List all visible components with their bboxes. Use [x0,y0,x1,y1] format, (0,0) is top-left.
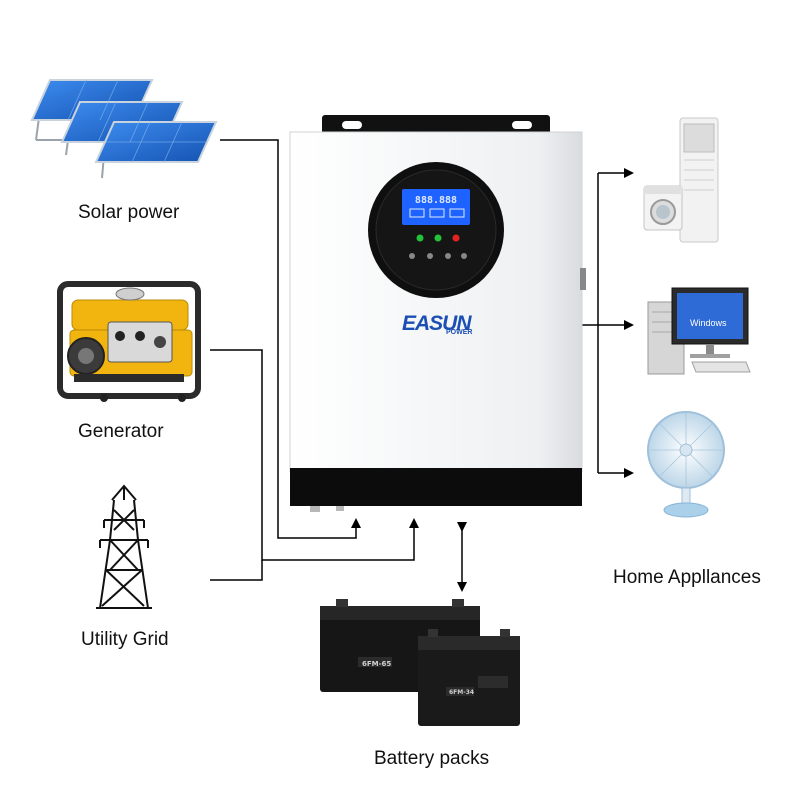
lcd-readout: 888.888 [415,195,457,206]
generator-icon [57,281,201,402]
panel-button-3[interactable] [445,253,451,259]
status-led-green-2 [434,234,442,242]
connection-lines [210,139,634,592]
svg-text:6FM-34: 6FM-34 [449,689,474,696]
air-conditioner-icon [679,117,719,243]
status-led-red [452,234,460,242]
solar-power-label: Solar power [78,202,180,223]
brand-logo-sub: POWER [446,329,472,336]
status-led-green-1 [416,234,424,242]
utility-grid-label: Utility Grid [81,629,169,650]
inverter-base [290,468,582,506]
computer-icon: Windows [647,287,751,375]
solar-panels-icon [30,79,218,179]
brand-logo-main: EASUN [402,312,472,335]
fan-icon [647,411,725,518]
panel-button-4[interactable] [461,253,467,259]
solar-connection-line [220,139,361,539]
battery-packs-label: Battery packs [374,748,490,769]
panel-button-2[interactable] [427,253,433,259]
computer-screen-text: Windows [690,318,727,328]
svg-text:6FM-65: 6FM-65 [362,660,391,668]
panel-button-1[interactable] [409,253,415,259]
generator-label: Generator [78,421,164,442]
home-appliances-label: Home Appllances [613,567,761,588]
battery-small-icon: 6FM-34 [418,629,520,726]
washing-machine-icon [643,185,683,231]
utility-tower-icon [96,484,152,609]
grid-connection-line [210,560,263,581]
inverter-unit: 888.888 EASUN POWER [289,115,586,512]
lcd-screen [402,189,470,225]
